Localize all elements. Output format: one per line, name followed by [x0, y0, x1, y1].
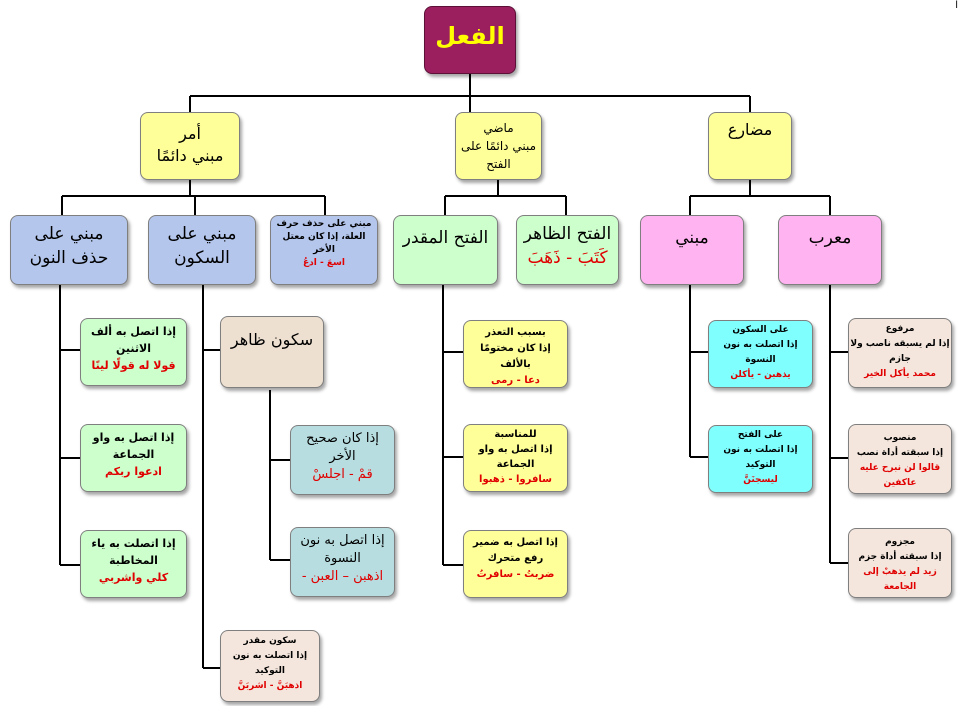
node-hadhf-nun: مبني على حذف النون [10, 215, 128, 285]
sukun-zahir-item: إذا اتصل به نون النسوة اذهبن – العبن - [290, 527, 395, 597]
amr-line1: أمر [179, 124, 201, 143]
node-sukun-muqaddar: سكون مقدر إذا اتصلت به نون التوكيد اذهبَ… [220, 630, 320, 702]
fath-muqaddar-item-example: دعا - رمى [491, 375, 540, 386]
fath-muqaddar-item-example: ضربتُ - سافرتُ [476, 569, 555, 580]
hadhf-nun-item-line2: المخاطبة [109, 554, 158, 567]
fath-muqaddar-item: للمناسبة إذا اتصل به واو الجماعة سافروا … [463, 424, 568, 492]
sukun-zahir-item-example: اذهبن – العبن - [301, 569, 384, 584]
hadhf-nun-item-line2: الاثنين [116, 342, 151, 355]
mabni-item-line2: إذا اتصلت به نون [723, 445, 798, 455]
hadhf-nun-item: إذا اتصل به واو الجماعة ادعوا ربكم [80, 424, 187, 492]
fath-muqaddar-item-line1: للمناسبة [494, 429, 537, 440]
hadhf-harf-line2: العلة، إذا كان معتل [282, 232, 366, 242]
sukun-muqaddar-line2: إذا اتصلت به نون [232, 651, 308, 661]
sukun-zahir-item-line2: الأخر [329, 449, 356, 464]
sukun-line1: مبني على [167, 224, 237, 244]
hadhf-nun-item-example: ادعوا ربكم [105, 465, 162, 478]
murab-item-line2: إذا سبقته أداة جزم [858, 552, 942, 562]
sukun-muqaddar-line3: التوكيد [255, 666, 285, 676]
hadhf-harf-line3: الأخر [313, 245, 335, 255]
sukun-muqaddar-example: اذهبَنَّ - اشربَنَّ [237, 681, 303, 691]
root-label: الفعل [435, 22, 505, 50]
sukun-line2: السكون [174, 248, 230, 268]
mabni-label: مبني [675, 228, 709, 248]
sukun-zahir-item-line2: النسوة [324, 551, 361, 566]
mabni-item-line1: على السكون [732, 325, 789, 335]
murab-item-example: قالوا لن نبرح عليه عاكفين [859, 463, 941, 488]
mabni-item: على الفتح إذا اتصلت به نون التوكيد ليسجن… [708, 425, 813, 493]
fath-muqaddar-item-example: سافروا - ذهبوا [479, 474, 552, 485]
fath-muqaddar-item-line2: إذا كان مختومًا بالألف [480, 343, 551, 370]
sukun-muqaddar-line1: سكون مقدر [243, 636, 297, 646]
hadhf-nun-item-line1: إذا اتصل به ألف [90, 325, 177, 338]
node-mabni: مبني [640, 215, 744, 285]
fath-zahir-example: كَتَبَ - ذَهَبَ [527, 248, 608, 268]
murab-item-example: زيد لم يذهبْ إلى الجامعة [863, 567, 937, 592]
node-madi: ماضي مبني دائمًا على الفتح [455, 112, 542, 180]
hadhf-nun-item: إذا اتصلت به ياء المخاطبة كلي واشربي [80, 530, 187, 598]
hadhf-nun-item-example: قولا له قولًا لينًا [91, 359, 176, 372]
hadhf-harf-line1: مبني على حذف حرف [276, 219, 372, 229]
hadhf-nun-item-example: كلي واشربي [98, 571, 169, 584]
mabni-item: على السكون إذا اتصلت به نون النسوة يذهبن… [708, 320, 813, 388]
node-amr: أمر مبني دائمًا [140, 112, 240, 180]
node-hadhf-harf: مبني على حذف حرف العلة، إذا كان معتل الأ… [270, 215, 378, 285]
amr-line2: مبني دائمًا [156, 146, 224, 165]
murab-item-line1: منصوب [883, 433, 917, 443]
node-mudari: مضارع [708, 112, 792, 180]
fath-muqaddar-item-line2: رفع متحرك [487, 553, 544, 564]
murab-item-line3: جازم [889, 354, 911, 364]
sukun-zahir-label: سكون ظاهر [230, 330, 314, 349]
murab-label: معرب [808, 228, 852, 248]
node-fath-zahir: الفتح الظاهر كَتَبَ - ذَهَبَ [516, 215, 619, 285]
sukun-zahir-item: إذا كان صحيح الأخر قمْ - اجلسْ [290, 425, 395, 495]
murab-item-example: محمد يأكل الخير [864, 369, 936, 379]
hadhf-nun-item-line1: إذا اتصل به واو [92, 431, 175, 444]
node-sukun-zahir: سكون ظاهر [220, 316, 324, 388]
murab-item-line2: إذا لم يسبقه ناصب ولا [850, 339, 950, 349]
murab-item-line2: إذا سبقته أداة نصب [856, 448, 944, 458]
mabni-item-line3: التوكيد [745, 460, 776, 470]
mabni-item-line3: النسوة [745, 355, 776, 365]
node-fath-muqaddar: الفتح المقدر [393, 215, 498, 285]
madi-line1: ماضي [483, 121, 514, 135]
mabni-item-line2: إذا اتصلت به نون [723, 340, 798, 350]
fath-muqaddar-item-line1: بسبب التعذر [485, 327, 546, 338]
fath-zahir-label: الفتح الظاهر [523, 224, 612, 244]
hadhf-nun-line1: مبني على [34, 224, 104, 244]
mudari-line1: مضارع [727, 120, 773, 139]
fath-muqaddar-item: بسبب التعذر إذا كان مختومًا بالألف دعا -… [463, 320, 568, 388]
hadhf-nun-item-line2: الجماعة [112, 448, 155, 461]
hadhf-nun-item: إذا اتصل به ألف الاثنين قولا له قولًا لي… [80, 318, 187, 386]
fath-muqaddar-item-line1: إذا اتصل به ضمير [473, 537, 558, 548]
fath-muqaddar-item: إذا اتصل به ضمير رفع متحرك ضربتُ - سافرت… [463, 530, 568, 598]
hadhf-nun-item-line1: إذا اتصلت به ياء [91, 537, 176, 550]
murab-item-line1: مجزوم [885, 537, 915, 547]
madi-line2: مبني دائمًا على [460, 139, 537, 153]
node-sukun: مبني على السكون [148, 215, 256, 285]
hadhf-harf-example: اسعَ - ادعُ [303, 258, 345, 268]
fath-muqaddar-label: الفتح المقدر [402, 228, 489, 248]
fath-muqaddar-item-line3: الجماعة [496, 459, 535, 470]
murab-item: مجزوم إذا سبقته أداة جزم زيد لم يذهبْ إل… [848, 528, 952, 598]
sukun-zahir-item-line1: إذا اتصل به نون [300, 533, 385, 548]
murab-item: منصوب إذا سبقته أداة نصب قالوا لن نبرح ع… [848, 424, 952, 494]
node-murab: معرب [778, 215, 882, 285]
fath-muqaddar-item-line2: إذا اتصل به واو [478, 444, 553, 455]
mabni-item-example: ليسجنَنَّ [743, 475, 778, 485]
sukun-zahir-item-example: قمْ - اجلسْ [312, 467, 373, 482]
murab-item-line1: مرفوع [885, 324, 915, 334]
murab-item: مرفوع إذا لم يسبقه ناصب ولا جازم محمد يأ… [848, 318, 952, 388]
hadhf-nun-line2: حذف النون [29, 248, 109, 268]
madi-line3: الفتح [486, 157, 511, 171]
root-node-verb: الفعل [424, 6, 516, 74]
corner-mark: ا [955, 0, 958, 11]
sukun-zahir-item-line1: إذا كان صحيح [306, 431, 379, 446]
mabni-item-example: يذهبن - يأكلن [730, 370, 791, 380]
mabni-item-line1: على الفتح [737, 430, 784, 440]
